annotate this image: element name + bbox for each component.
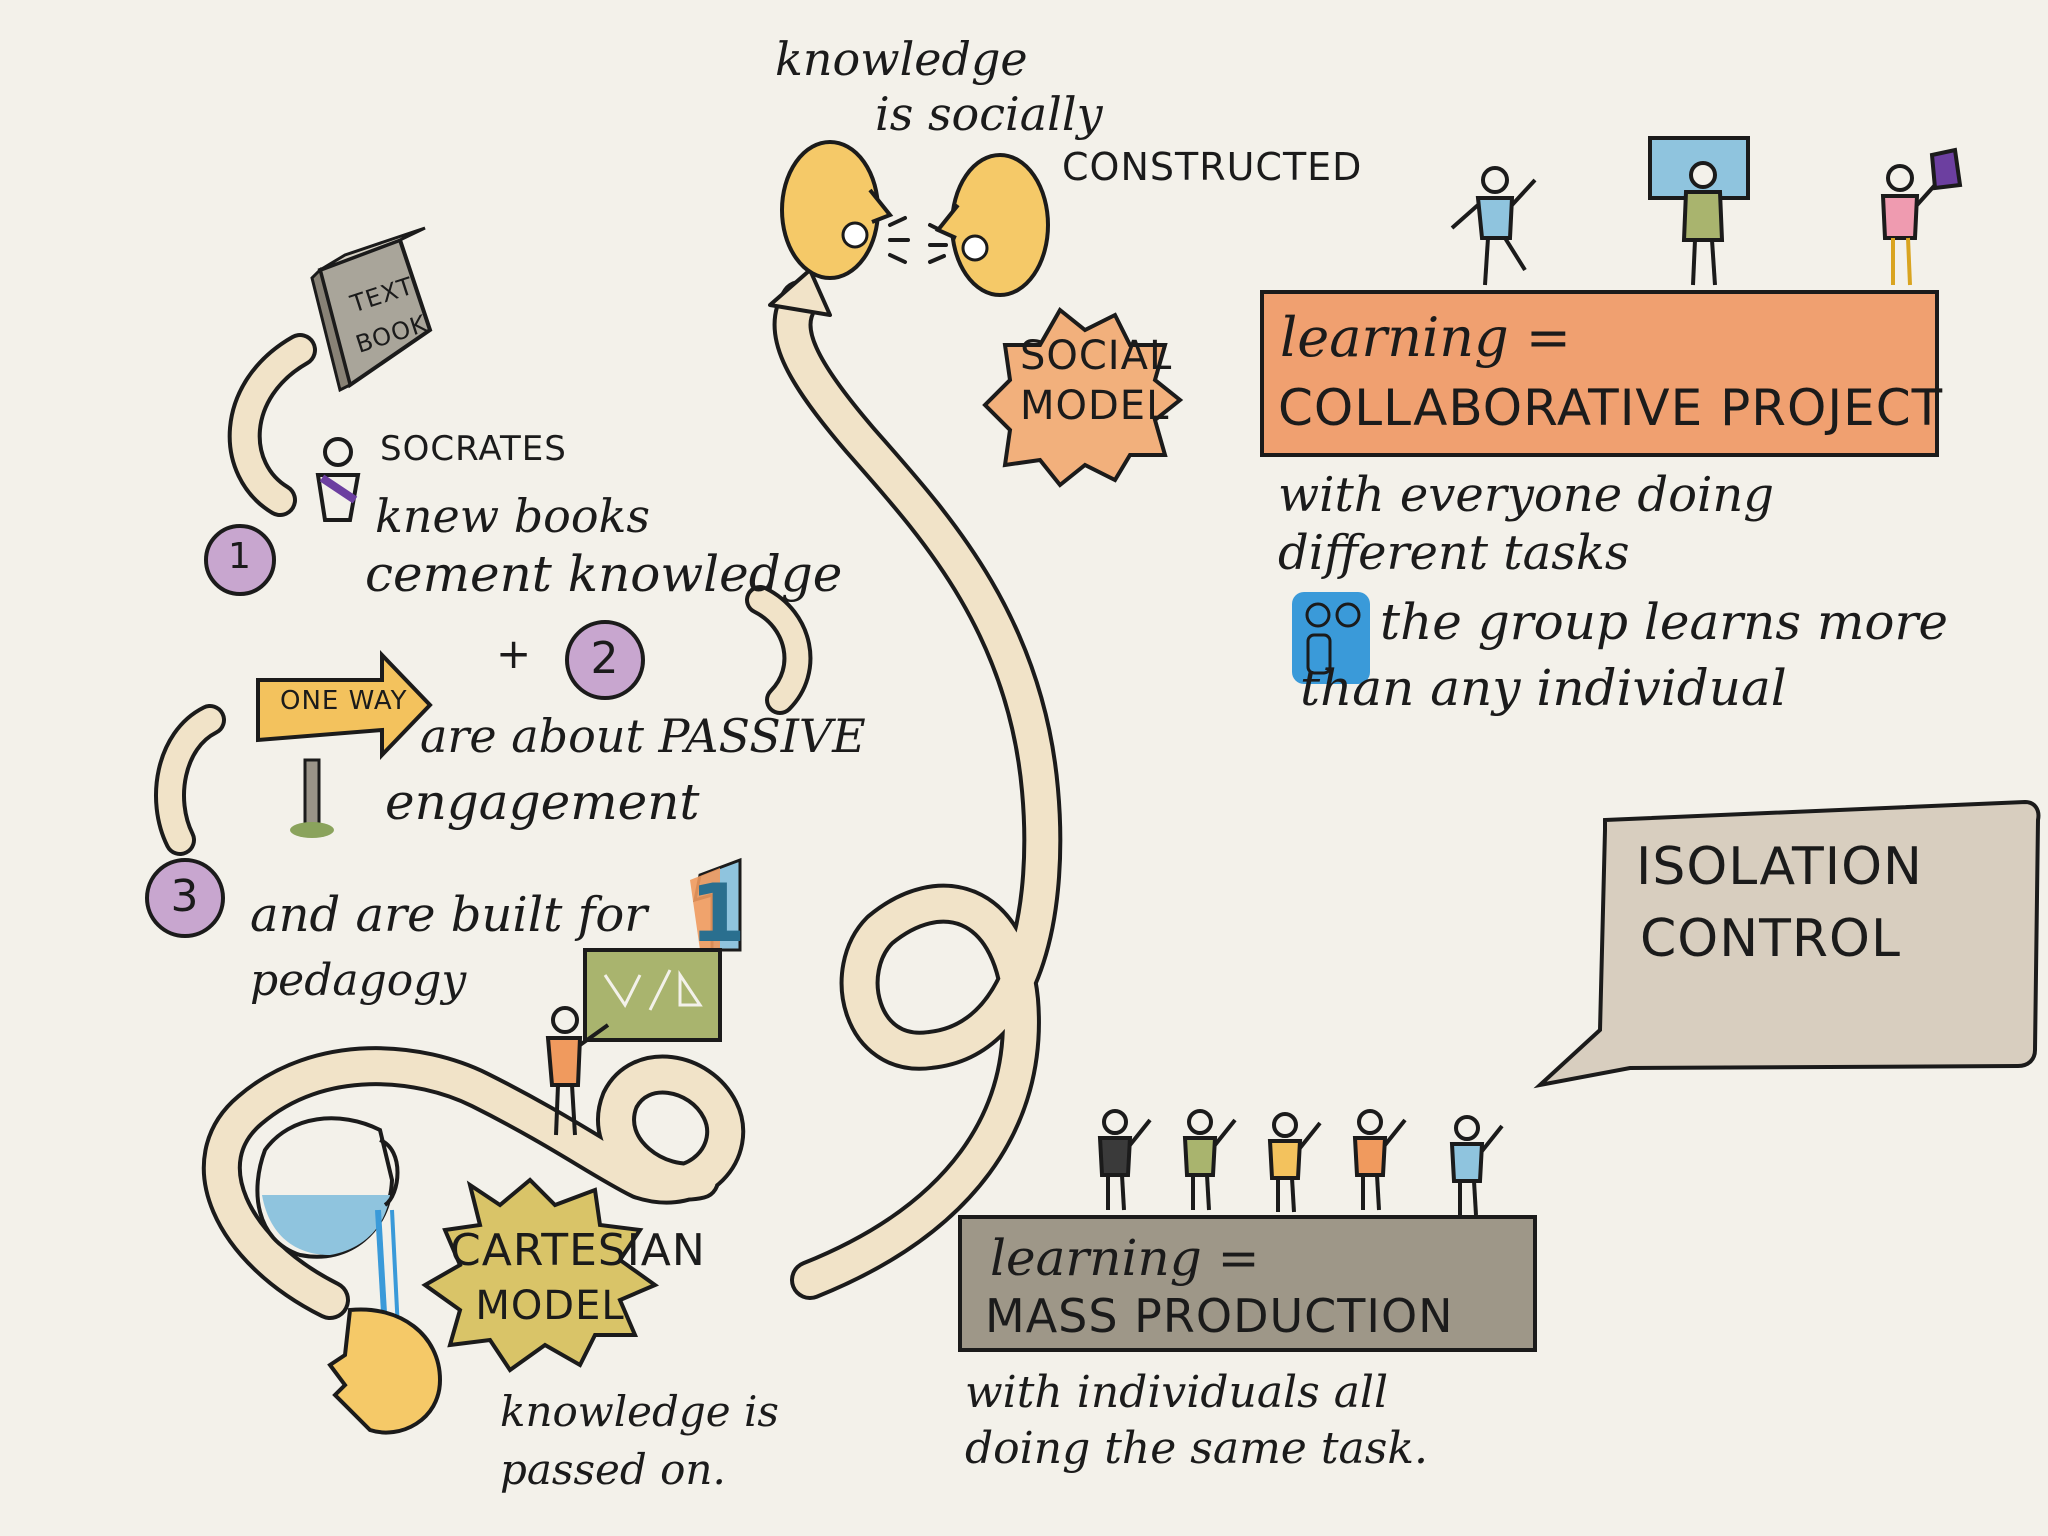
cartesian-caption-line-1: knowledge is [500, 1387, 779, 1436]
number-3-label: 3 [170, 871, 200, 922]
social-model-badge [982, 306, 1184, 488]
mass-figure-5 [1449, 1115, 1504, 1216]
socrates-line-1: knew books [375, 489, 651, 543]
number-1-circle [204, 524, 276, 596]
isolation-control-bubble [1533, 799, 2041, 1089]
cartesian-badge-line-1: CARTESIAN [450, 1225, 706, 1276]
collab-caption-line-4: than any individual [1300, 659, 1787, 717]
collab-box-line-1: learning = [1280, 306, 1572, 369]
mass-box-line-2: MASS PRODUCTION [985, 1289, 1454, 1343]
mass-figure-2 [1182, 1109, 1237, 1211]
group-icon [1292, 592, 1370, 684]
number-3-circle [145, 858, 225, 938]
speech-lines [888, 216, 948, 264]
socrates-line-3: are about PASSIVE [420, 709, 866, 763]
receiving-head [327, 1307, 443, 1435]
one-way-sign [256, 650, 433, 838]
collaborative-project-box [1260, 290, 1939, 457]
cartesian-badge-line-2: MODEL [475, 1283, 625, 1329]
bubble-line-2: CONTROL [1640, 909, 1901, 969]
socrates-name: SOCRATES [380, 429, 567, 469]
mass-box-line-1: learning = [990, 1229, 1260, 1287]
path-arrowhead [768, 268, 832, 317]
socrates-line-5: and are built for [250, 887, 648, 943]
mass-figures [1097, 1109, 1504, 1216]
social-badge-line-2: MODEL [1020, 383, 1170, 429]
cartesian-caption-line-2: passed on. [500, 1445, 726, 1494]
social-quote-line-3: CONSTRUCTED [1062, 145, 1363, 189]
mass-caption-line-2: doing the same task. [965, 1423, 1428, 1474]
number-1-label: 1 [228, 536, 252, 577]
collab-caption-line-1: with everyone doing [1278, 467, 1774, 523]
number-2-circle [565, 620, 645, 700]
teacher-figure [545, 1006, 610, 1136]
socrates-line-4: engagement [385, 773, 700, 831]
plus-sign: + [496, 629, 533, 678]
mass-caption-line-1: with individuals all [965, 1367, 1389, 1418]
collab-box-line-2: COLLABORATIVE PROJECT [1278, 379, 1944, 437]
bubble-line-1: ISOLATION [1636, 837, 1923, 897]
collab-figure-1 [1450, 166, 1537, 286]
socrates-line-2: cement knowledge [365, 545, 843, 603]
collab-figure-3 [1880, 147, 1963, 286]
social-badge-line-1: SOCIAL [1020, 333, 1173, 379]
big-one-label: 1 [690, 867, 747, 960]
textbook-icon [310, 226, 433, 393]
talking-head-right [934, 153, 1050, 297]
collab-caption-line-3: the group learns more [1380, 593, 1948, 651]
talking-head-left [780, 140, 894, 280]
collab-caption-line-2: different tasks [1278, 525, 1630, 581]
number-2-label: 2 [590, 633, 620, 684]
winding-path [154, 268, 1063, 1320]
social-quote-line-1: knowledge [775, 32, 1028, 86]
mass-figure-1 [1097, 1109, 1152, 1211]
socrates-line-6: pedagogy [250, 955, 467, 1006]
cartesian-model-badge [421, 1177, 660, 1373]
socrates-figure [315, 437, 361, 522]
mass-figure-3 [1267, 1112, 1322, 1213]
mass-figure-4 [1352, 1109, 1407, 1211]
collab-figure-2 [1648, 136, 1750, 286]
one-way-label: ONE WAY [280, 686, 408, 716]
mass-production-box [958, 1215, 1537, 1352]
social-quote-line-2: is socially [875, 87, 1103, 141]
